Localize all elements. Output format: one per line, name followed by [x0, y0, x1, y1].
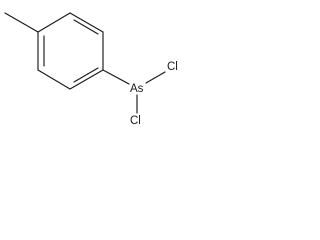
- chemical-structure: As Cl Cl: [4, 12, 178, 127]
- chlorine-atom-label-bottom: Cl: [130, 115, 141, 127]
- ring-bond-2: [69, 12, 104, 33]
- ring-arsenic-bond: [102, 69, 130, 85]
- ring-bond-4: [69, 69, 104, 90]
- arsenic-chlorine-bond-right: [145, 71, 166, 84]
- arsenic-atom-label: As: [130, 83, 144, 95]
- ring-bond-1: [37, 12, 71, 33]
- ring-double-bond-2: [73, 67, 99, 83]
- chlorine-atom-label-right: Cl: [167, 61, 178, 73]
- ring-double-bond-1: [73, 19, 99, 35]
- methyl-bond: [4, 12, 39, 33]
- ring-bond-5: [37, 69, 71, 90]
